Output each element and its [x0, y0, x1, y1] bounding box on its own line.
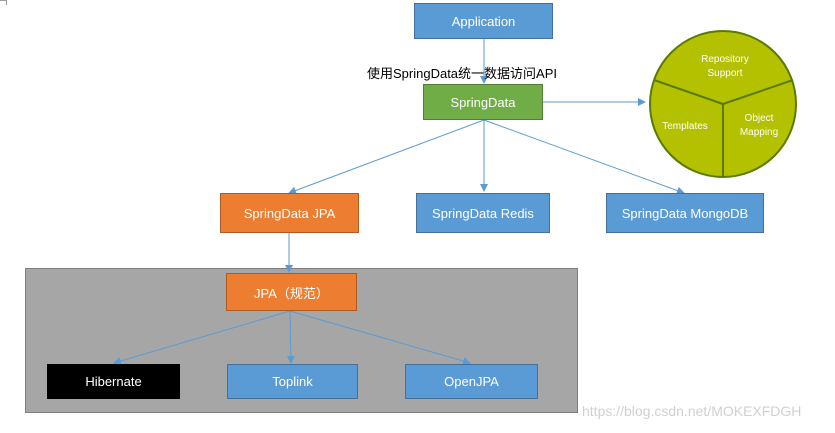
springdata-redis-box: SpringData Redis	[416, 193, 550, 233]
application-box: Application	[414, 3, 553, 39]
toplink-box: Toplink	[227, 364, 358, 399]
jpa-spec-box: JPA（规范）	[226, 273, 357, 311]
arrow-spec-to-openjpa	[289, 310, 471, 365]
feature-object-mapping-line2: Mapping	[740, 127, 778, 138]
unified-api-caption: 使用SpringData统一数据访问API	[367, 66, 557, 81]
arrow-spec-to-hibernate	[113, 310, 291, 365]
springdata-mongodb-box: SpringData MongoDB	[606, 193, 764, 233]
feature-object-mapping-line1: Object	[745, 113, 774, 124]
feature-repository-support-line2: Support	[707, 68, 742, 79]
hibernate-box: Hibernate	[47, 364, 180, 399]
corner-mark	[0, 0, 7, 5]
springdata-box: SpringData	[423, 84, 543, 120]
watermark: https://blog.csdn.net/MOKEXFDGH	[582, 403, 802, 419]
feature-templates: Templates	[662, 121, 708, 132]
arrow-springdata-to-mongodb	[483, 119, 685, 195]
feature-repository-support-line1: Repository	[701, 54, 749, 65]
arrow-springdata-to-jpa	[288, 119, 485, 195]
features-pie: Repository Support Templates Object Mapp…	[649, 30, 797, 178]
openjpa-box: OpenJPA	[405, 364, 538, 399]
springdata-jpa-box: SpringData JPA	[220, 193, 359, 233]
arrow-spec-to-toplink	[286, 310, 295, 364]
